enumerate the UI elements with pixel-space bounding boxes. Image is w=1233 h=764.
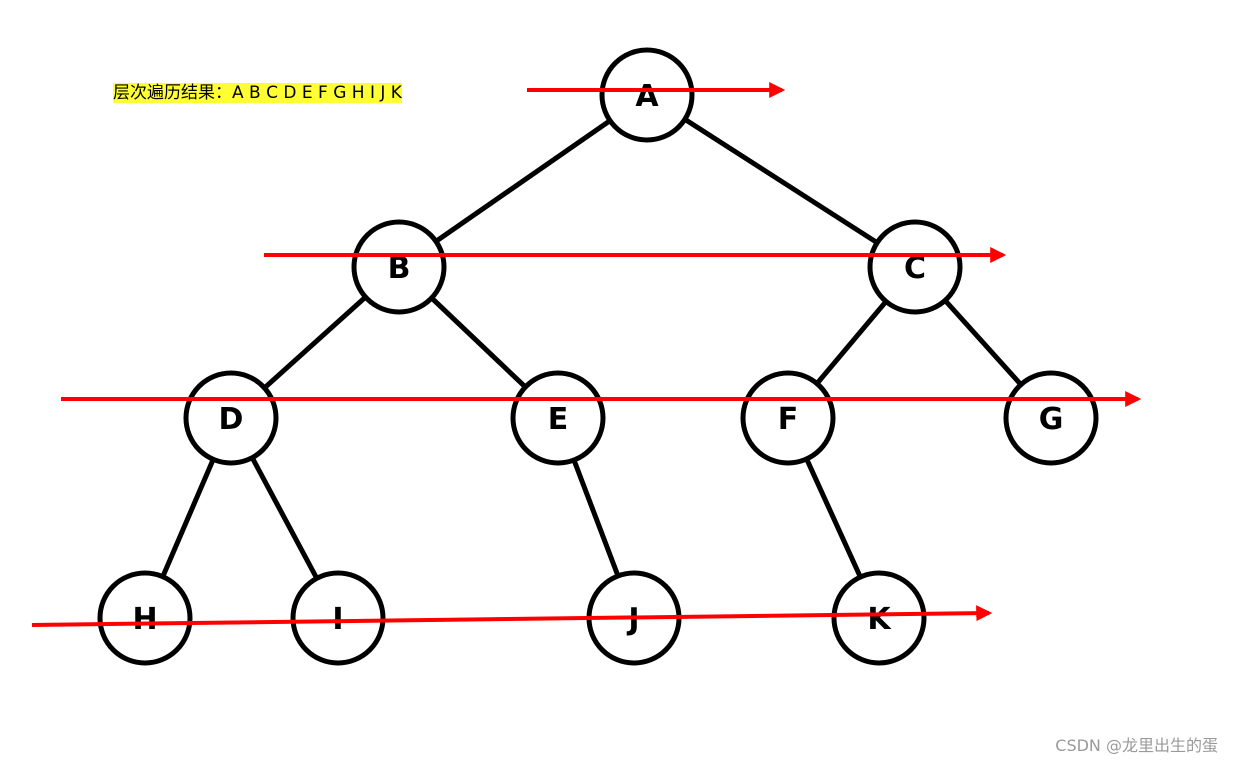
node-circle xyxy=(97,570,193,666)
node-circle xyxy=(183,370,279,466)
tree-node-e: E xyxy=(510,370,606,466)
node-circle xyxy=(831,570,927,666)
edge-a-b xyxy=(397,92,649,270)
node-label: H xyxy=(132,602,157,637)
node-circle xyxy=(290,570,386,666)
level-4-arrow xyxy=(31,605,993,627)
node-circle xyxy=(351,219,447,315)
tree-node-d: D xyxy=(183,370,279,466)
traversal-result-caption: 层次遍历结果：A B C D E F G H I J K xyxy=(111,82,404,104)
traversal-result-sequence: A B C D E F G H I J K xyxy=(232,83,402,103)
node-label: J xyxy=(626,602,639,637)
node-circle xyxy=(599,47,695,143)
node-label: K xyxy=(867,602,892,637)
node-label: B xyxy=(388,251,411,286)
tree-node-c: C xyxy=(867,219,963,315)
tree-node-g: G xyxy=(1003,370,1099,466)
node-label: E xyxy=(548,402,569,437)
node-label: F xyxy=(778,402,799,437)
tree-node-i: I xyxy=(290,570,386,666)
node-label: C xyxy=(904,251,926,286)
node-circle xyxy=(1003,370,1099,466)
node-circle xyxy=(867,219,963,315)
traversal-result-label: 层次遍历结果： xyxy=(113,83,232,103)
edge-a-c xyxy=(645,92,917,270)
node-label: G xyxy=(1039,402,1064,437)
level-arrows xyxy=(31,82,1142,627)
tree-nodes: A B C D E F G H I J K xyxy=(97,47,1099,666)
csdn-watermark: CSDN @龙里出生的蛋 xyxy=(1055,736,1218,755)
tree-node-k: K xyxy=(831,570,927,666)
tree-edges xyxy=(142,92,1053,620)
node-label: D xyxy=(219,402,244,437)
traversal-result-highlight: 层次遍历结果：A B C D E F G H I J K xyxy=(113,83,402,103)
node-circle xyxy=(510,370,606,466)
tree-node-h: H xyxy=(97,570,193,666)
tree-node-f: F xyxy=(740,370,836,466)
node-circle xyxy=(740,370,836,466)
tree-node-a: A xyxy=(599,47,695,143)
tree-node-b: B xyxy=(351,219,447,315)
node-label: A xyxy=(635,79,659,114)
